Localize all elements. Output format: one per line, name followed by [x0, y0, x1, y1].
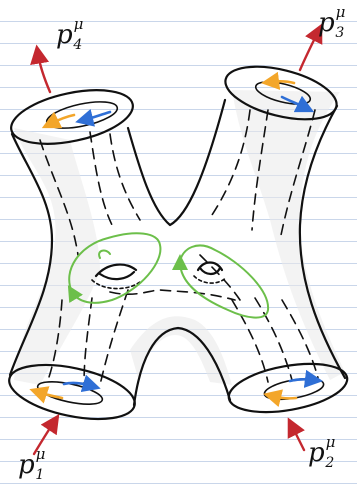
label-p4: pμ4: [56, 22, 82, 48]
bottom-left-boundary-circle: [4, 355, 139, 429]
label-p4-main: p: [56, 20, 73, 50]
label-p1-main: p: [18, 450, 35, 480]
label-p2-main: p: [308, 438, 325, 468]
label-p3-main: p: [318, 8, 335, 38]
label-p4-sup: μ: [74, 15, 84, 33]
surface-shading: [14, 90, 345, 385]
label-p1-sup: μ: [36, 445, 46, 463]
label-p2-sup: μ: [326, 433, 336, 451]
right-handle: [194, 263, 226, 284]
top-left-boundary-circle: [6, 81, 137, 154]
arrow-p3: [300, 32, 318, 70]
label-p3-sup: μ: [336, 3, 346, 21]
label-p3-sub: 3: [335, 25, 344, 41]
arrow-p2: [292, 426, 304, 450]
arrow-p4: [38, 54, 50, 92]
top-left-inner-ring: [44, 97, 119, 133]
label-p2: pμ2: [308, 440, 334, 466]
label-p4-sub: 4: [73, 37, 82, 53]
a-cycle-right: [180, 246, 268, 318]
label-p2-sub: 2: [325, 455, 334, 471]
label-p1: pμ1: [18, 452, 44, 478]
label-p1-sub: 1: [35, 467, 44, 483]
label-p3: pμ3: [318, 10, 344, 36]
